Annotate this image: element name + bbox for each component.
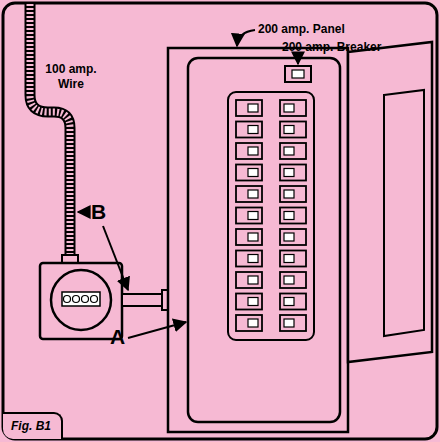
breaker: [280, 272, 306, 288]
breaker: [280, 208, 306, 224]
breaker-toggle: [248, 233, 258, 241]
breaker-toggle: [284, 126, 294, 134]
breaker: [236, 229, 262, 245]
panel-label: 200 amp. Panel: [258, 22, 345, 37]
breaker: [280, 186, 306, 202]
breaker: [280, 122, 306, 138]
conduit: [122, 290, 168, 310]
breaker-toggle: [284, 319, 294, 327]
breaker: [280, 229, 306, 245]
breaker-toggle: [284, 255, 294, 263]
breaker-toggle: [248, 104, 258, 112]
breaker-toggle: [248, 169, 258, 177]
callout-letter: A: [110, 326, 125, 348]
breaker-toggle: [284, 104, 294, 112]
breaker: [280, 251, 306, 267]
breaker-toggle: [248, 212, 258, 220]
breaker: [236, 251, 262, 267]
breaker-toggle: [284, 233, 294, 241]
main-breaker: [285, 66, 311, 82]
figure-number: Fig. B1: [11, 419, 51, 433]
service-cable: [30, 4, 70, 262]
breaker-label: 200 amp. Breaker: [282, 40, 381, 55]
panel-box: [168, 48, 348, 432]
breaker-toggle: [284, 147, 294, 155]
breaker: [280, 165, 306, 181]
breaker: [236, 208, 262, 224]
breaker-toggle: [284, 169, 294, 177]
panel-door: [348, 42, 432, 362]
breaker: [236, 186, 262, 202]
breaker-toggle: [284, 212, 294, 220]
breaker: [236, 143, 262, 159]
breaker: [280, 294, 306, 310]
breaker-toggle: [284, 298, 294, 306]
figure-tag: Fig. B1: [3, 412, 63, 439]
breaker-toggle: [248, 190, 258, 198]
breaker-toggle: [248, 126, 258, 134]
figure-frame: [3, 3, 437, 439]
breaker-rows: [236, 100, 306, 331]
breaker-toggle: [248, 147, 258, 155]
breaker-toggle: [248, 276, 258, 284]
breaker: [280, 100, 306, 116]
wire-label: 100 amp. Wire: [40, 62, 102, 92]
callout-letter: B: [91, 201, 106, 223]
leader-arrows: [78, 30, 298, 338]
breaker-toggle: [248, 298, 258, 306]
breaker: [280, 143, 306, 159]
breaker: [280, 315, 306, 331]
breaker-toggle: [284, 190, 294, 198]
breaker-toggle: [284, 276, 294, 284]
breaker-toggle: [248, 319, 258, 327]
breaker: [236, 272, 262, 288]
breaker: [236, 122, 262, 138]
electric-meter: [40, 255, 122, 339]
breaker-toggle: [248, 255, 258, 263]
breaker: [236, 315, 262, 331]
breaker: [236, 165, 262, 181]
breaker: [236, 294, 262, 310]
breaker: [236, 100, 262, 116]
